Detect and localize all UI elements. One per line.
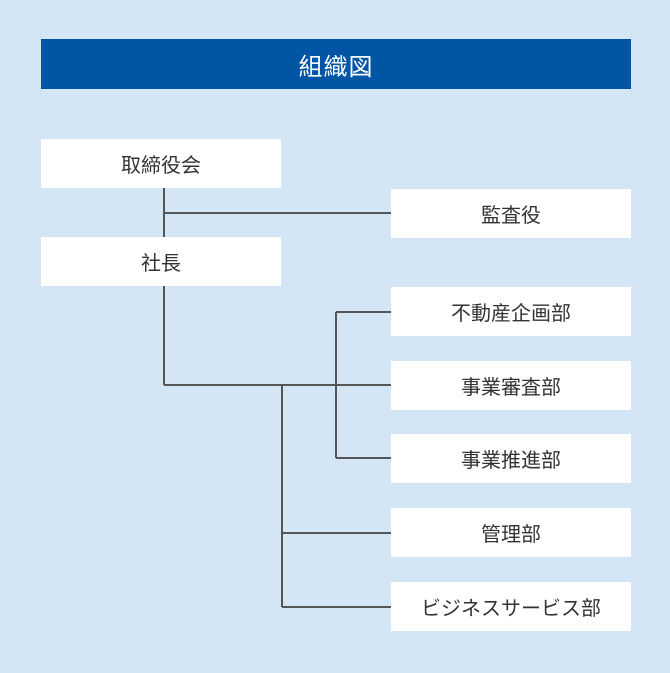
node-business-service: ビジネスサービス部 [391, 582, 631, 631]
page-title: 組織図 [41, 39, 631, 89]
node-real-estate-planning: 不動産企画部 [391, 287, 631, 336]
node-board: 取締役会 [41, 139, 281, 188]
node-business-promotion: 事業推進部 [391, 434, 631, 483]
node-president: 社長 [41, 237, 281, 286]
node-administration: 管理部 [391, 508, 631, 557]
node-business-review: 事業審査部 [391, 361, 631, 410]
node-auditor: 監査役 [391, 189, 631, 238]
